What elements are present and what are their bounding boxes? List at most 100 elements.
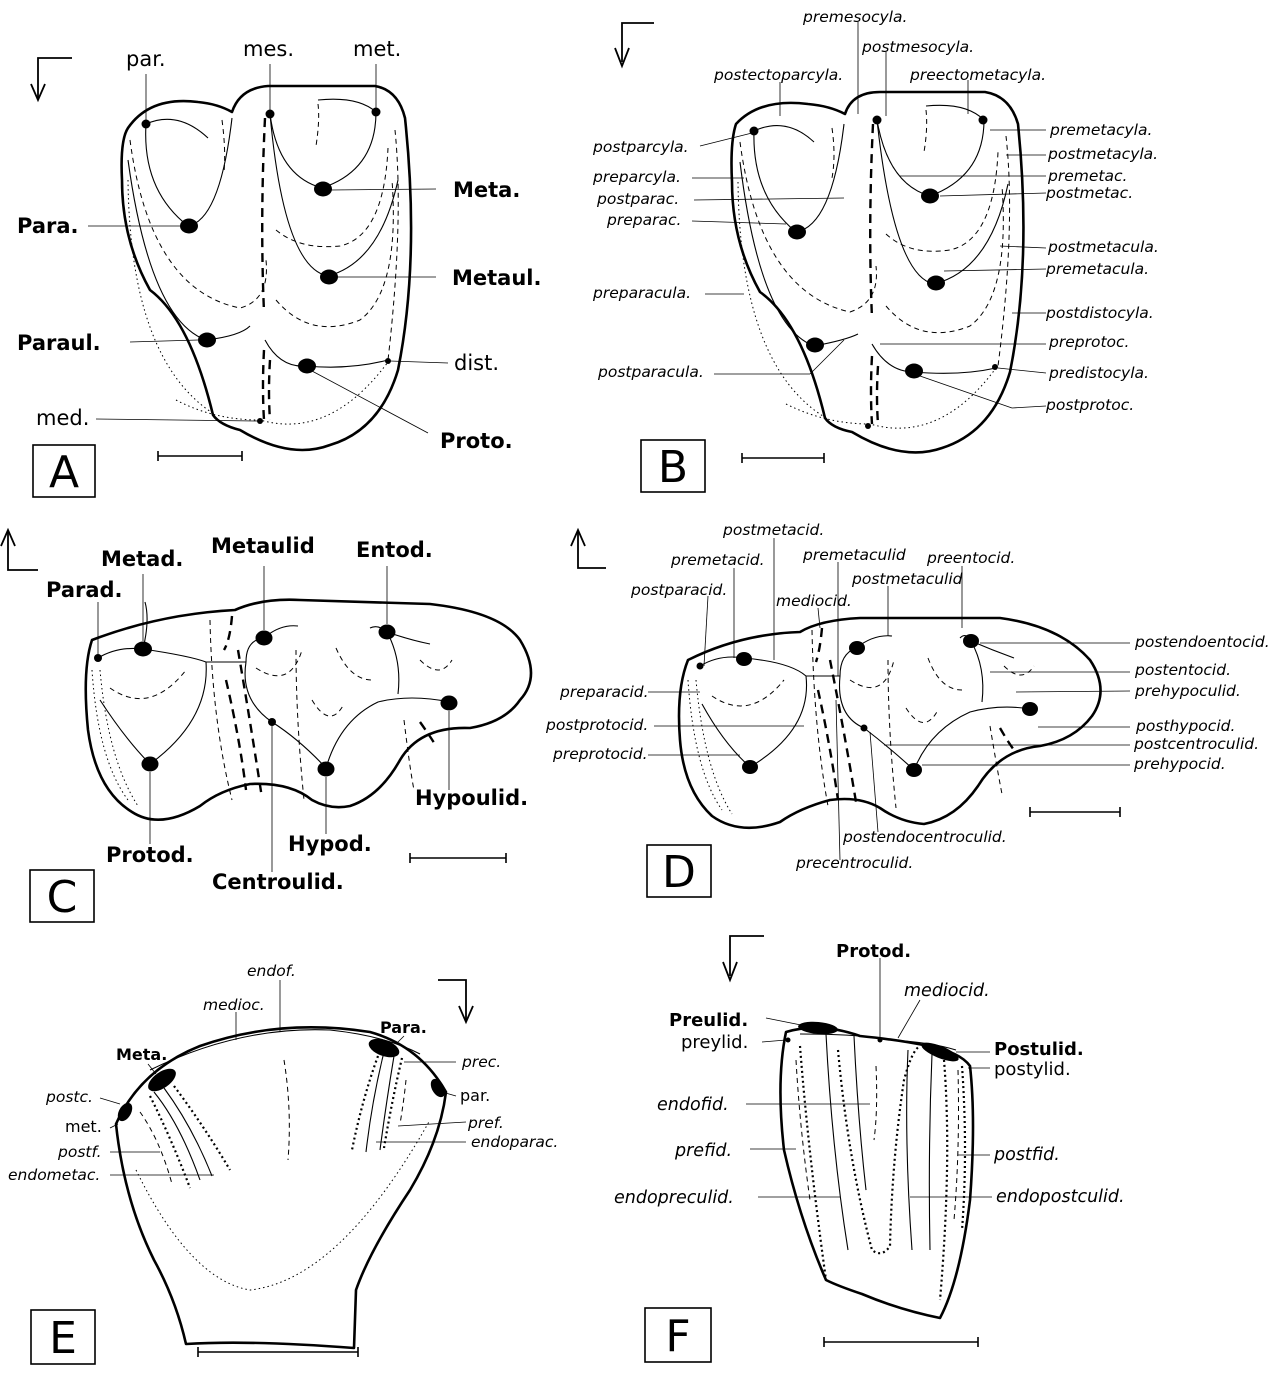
label-premetacyla: premetacyla. — [1049, 121, 1152, 139]
label-prehypocid: prehypocid. — [1133, 755, 1226, 773]
label-hypod: Hypod. — [288, 832, 372, 856]
label-postmetacula: postmetacula. — [1047, 238, 1159, 256]
label-premetacula: premetacula. — [1045, 260, 1149, 278]
mesostyle-point-icon — [266, 110, 275, 119]
label-postendoentocid: postendoentocid. — [1134, 633, 1270, 651]
label-postprotoc: postprotoc. — [1045, 396, 1134, 414]
label-endoparac: endoparac. — [471, 1133, 558, 1151]
label-postc: postc. — [45, 1088, 93, 1106]
label-postendocentroculid: postendocentroculid. — [842, 828, 1007, 846]
label-preparcyla: preparcyla. — [592, 168, 681, 186]
cusp-points — [786, 1020, 961, 1065]
label-prehypoculid: prehypoculid. — [1134, 682, 1241, 700]
panel-a: par. mes. met. Meta. Para. Metaul. Parau… — [17, 37, 541, 498]
label-postmetacyla: postmetacyla. — [1047, 145, 1158, 163]
paradont-point-icon — [94, 654, 102, 662]
label-preparac: preparac. — [606, 211, 681, 229]
metastyle-point-icon — [979, 116, 988, 125]
label-endof: endof. — [247, 962, 296, 980]
label-postmetacid: postmetacid. — [722, 521, 824, 539]
cusp-points — [142, 108, 392, 425]
panel-b: premesocyla. postmesocyla. postectoparcy… — [592, 8, 1159, 493]
label-postparacid: postparacid. — [630, 581, 727, 599]
panel-d-letter: D — [662, 847, 696, 898]
label-met: met. — [353, 37, 401, 61]
paraconule-icon — [198, 333, 216, 348]
paracone-point-icon — [142, 120, 151, 129]
label-postmetaculid: postmetaculid — [851, 570, 963, 588]
hypoconid-icon — [318, 762, 335, 777]
label-mes: mes. — [243, 37, 294, 61]
label-postcentroculid: postcentroculid. — [1133, 735, 1259, 753]
panel-d: postmetacid. premetacid. premetaculid pr… — [545, 521, 1270, 898]
label-preprotoc: preprotoc. — [1048, 333, 1129, 351]
label-preprotocid: preprotocid. — [552, 745, 648, 763]
dashed-ridges — [110, 616, 452, 800]
tooth-outline — [122, 86, 411, 450]
label-preparacula: preparacula. — [592, 284, 691, 302]
label-prec: prec. — [461, 1053, 501, 1071]
label-postectoparcyla: postectoparcyla. — [713, 66, 843, 84]
postulid-icon — [919, 1039, 961, 1065]
label-proto: Proto. — [440, 429, 513, 453]
label-meta: Meta. — [453, 178, 520, 202]
panel-f: Protod. mediocid. Preulid. preylid. Post… — [614, 936, 1125, 1362]
label-postmesocyla: postmesocyla. — [861, 38, 974, 56]
label-med: med. — [36, 406, 89, 430]
orientation-arrow-icon — [571, 530, 606, 568]
label-premetacid: premetacid. — [670, 551, 765, 569]
dashed-ridges — [130, 104, 398, 420]
label-preulid: Preulid. — [669, 1010, 748, 1031]
label-pref: pref. — [467, 1114, 504, 1132]
label-mediocid: mediocid. — [776, 592, 852, 610]
metaconule-icon — [320, 270, 338, 285]
metaconid-icon — [736, 652, 752, 666]
label-postparac: postparac. — [596, 190, 679, 208]
label-centroulid: Centroulid. — [212, 870, 344, 894]
protoconid-icon — [142, 757, 159, 772]
label-protod: Protod. — [106, 843, 194, 867]
dashed-ridges — [140, 1056, 406, 1188]
orientation-arrow-icon — [438, 980, 473, 1022]
label-preentocid: preentocid. — [926, 549, 1015, 567]
label-postylid: postylid. — [994, 1059, 1071, 1080]
metacone-icon — [314, 182, 332, 197]
label-precentroculid: precentroculid. — [795, 854, 913, 872]
protoconid-icon — [742, 760, 758, 774]
entoconid-icon — [963, 634, 979, 648]
orientation-arrow-icon — [723, 936, 764, 980]
panel-e-letter: E — [49, 1313, 77, 1364]
label-entod: Entod. — [356, 538, 433, 562]
centroulid-point-icon — [861, 725, 868, 732]
label-postf: postf. — [57, 1143, 102, 1161]
paradont-point-icon — [697, 663, 704, 670]
panel-e: endof. medioc. Para. Meta. prec. postc. … — [8, 962, 558, 1364]
metaulid-icon — [256, 631, 273, 646]
orientation-arrow-icon — [1, 530, 38, 570]
label-medioc: medioc. — [203, 996, 265, 1014]
label-par: par. — [460, 1086, 490, 1105]
panel-a-letter: A — [49, 447, 79, 498]
label-metaulid: Metaulid — [211, 534, 315, 558]
label-posthypocid: posthypocid. — [1135, 717, 1235, 735]
median-point-icon — [865, 423, 871, 429]
entoconid-icon — [379, 625, 396, 640]
dashed-ridges — [712, 628, 1034, 808]
hypoconulid-icon — [441, 696, 458, 711]
metacone-icon — [921, 189, 939, 204]
hypoconulid-icon — [1022, 702, 1038, 716]
panel-c: Metad. Metaulid Entod. Parad. Hypoulid. … — [1, 530, 531, 923]
paraconule-icon — [806, 338, 824, 353]
label-endopreculid: endopreculid. — [614, 1188, 734, 1208]
crests — [800, 1034, 956, 1250]
panel-b-letter: B — [658, 442, 688, 493]
dotted-margins — [136, 1120, 430, 1290]
label-premetaculid: premetaculid — [802, 546, 906, 564]
label-par: par. — [126, 47, 166, 71]
dotted-margins — [92, 670, 138, 806]
label-endopostculid: endopostculid. — [996, 1187, 1125, 1207]
metastyle-point-icon — [372, 108, 381, 117]
orientation-arrow-icon — [615, 23, 654, 66]
distostyle-point-icon — [992, 364, 998, 370]
